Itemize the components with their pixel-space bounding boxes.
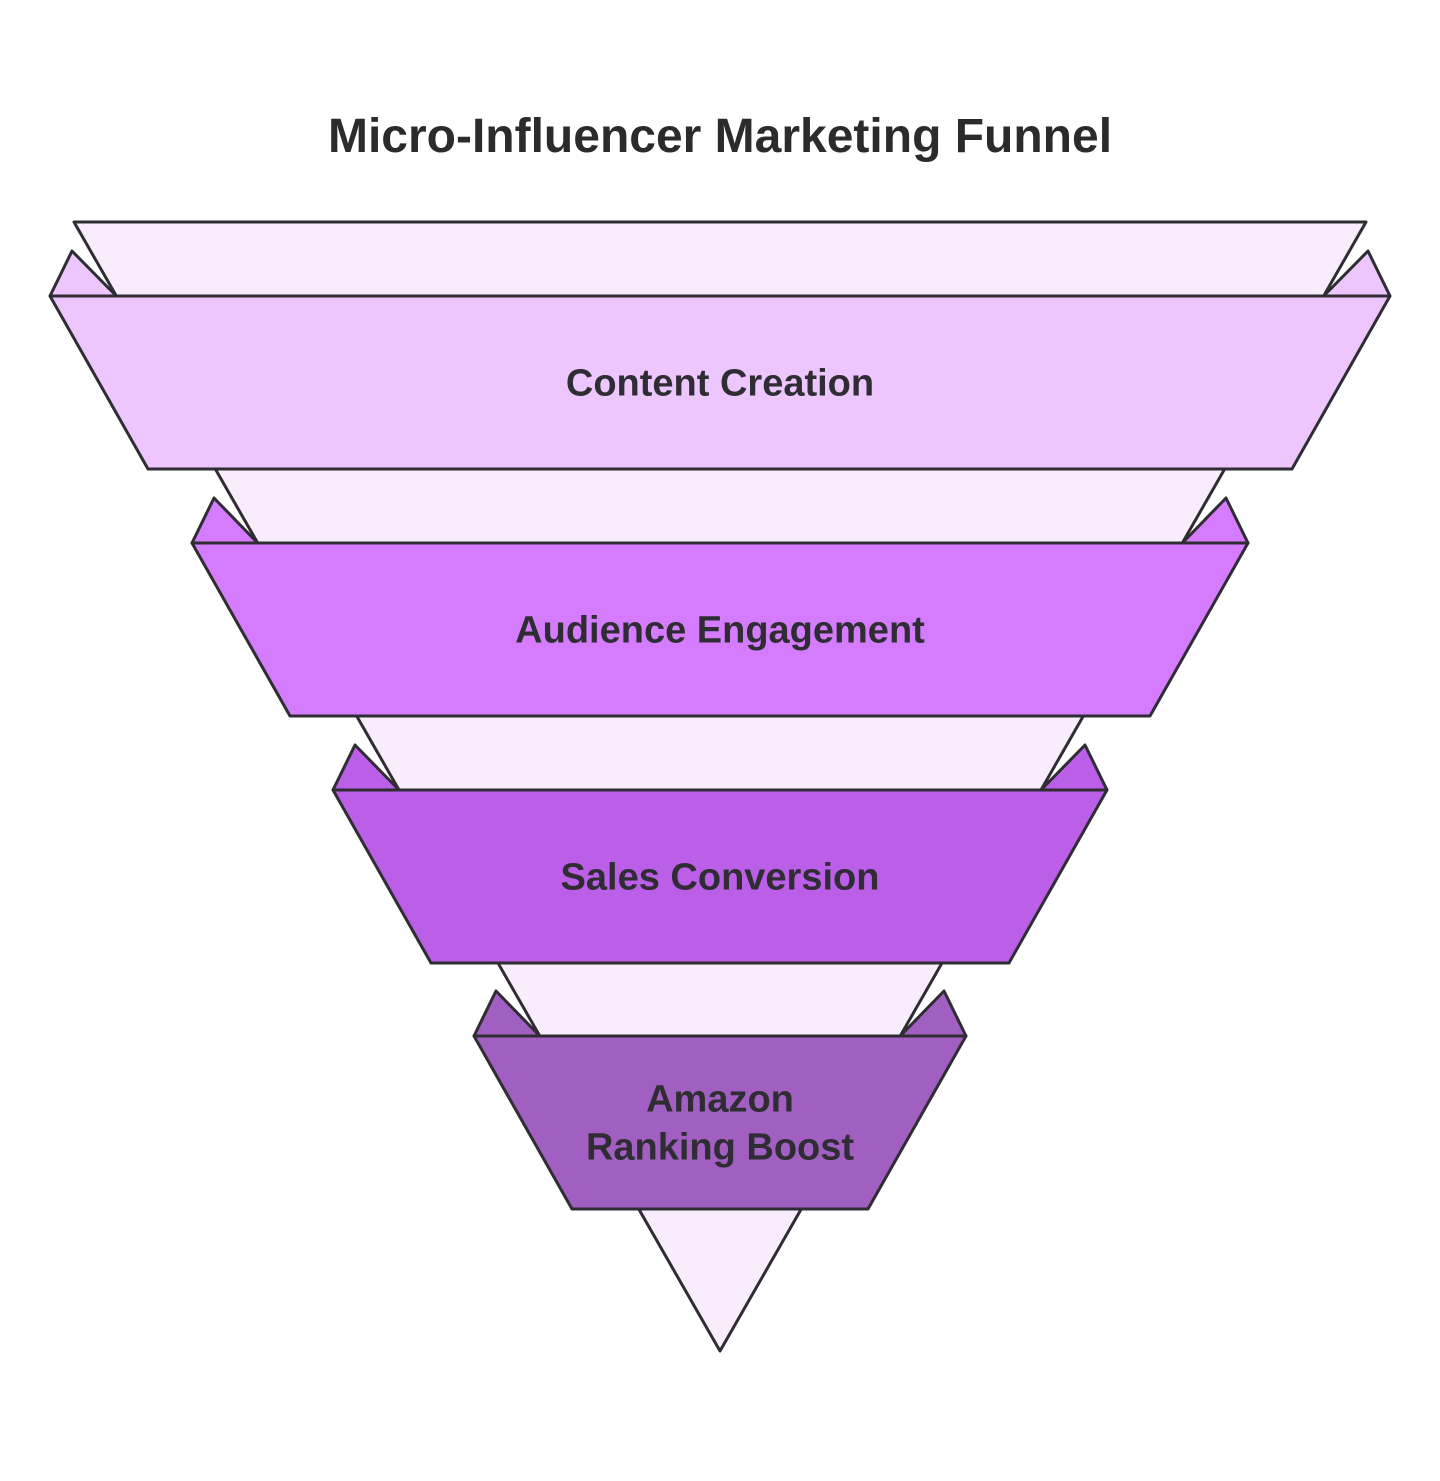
funnel-stage-label-line: Content Creation [566, 363, 874, 405]
funnel-stage-label-line: Amazon [646, 1079, 794, 1121]
diagram-title: Micro-Influencer Marketing Funnel [328, 110, 1112, 163]
funnel-stage-label: Sales Conversion [561, 857, 880, 899]
funnel-stage-label-line: Sales Conversion [561, 857, 880, 899]
funnel-stage-label: Audience Engagement [515, 610, 925, 652]
funnel-stage-band [48, 294, 1392, 471]
funnel-stage-band [472, 1034, 968, 1211]
funnel-stage-label-line: Audience Engagement [515, 610, 925, 652]
funnel-stage-band [190, 541, 1250, 718]
funnel-stage-label: Content Creation [566, 363, 874, 405]
funnel-stage-band [331, 788, 1109, 965]
funnel-stage-label-line: Ranking Boost [586, 1127, 854, 1169]
